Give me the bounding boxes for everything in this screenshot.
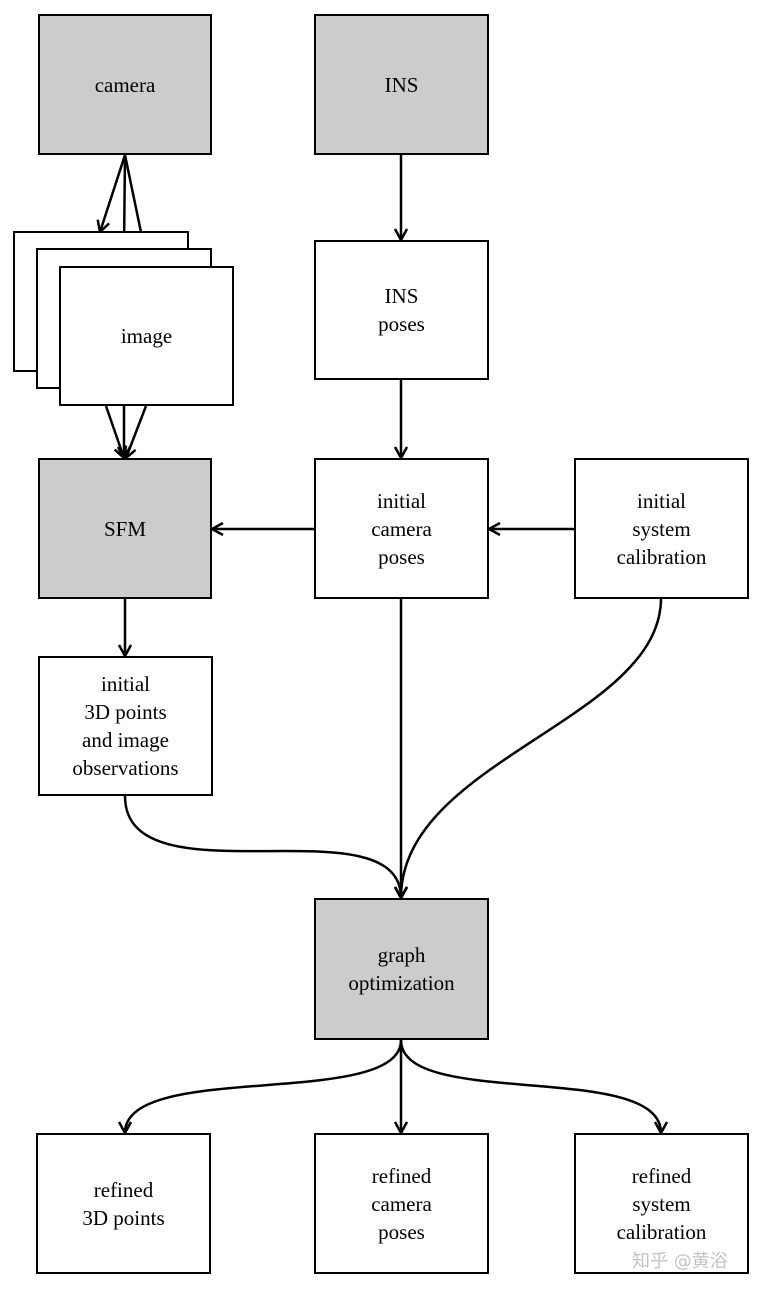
node-refined-camera-poses: refined camera poses	[314, 1133, 489, 1274]
edge-image-sfm-3	[126, 405, 148, 458]
node-refined-system-calibration-label: refined system calibration	[616, 1163, 707, 1244]
watermark: 知乎 @黄浴	[632, 1251, 728, 1272]
node-refined-system-calibration: refined system calibration	[574, 1133, 749, 1274]
node-initial-camera-poses: initial camera poses	[314, 458, 489, 599]
edge-camera-image-1	[100, 154, 127, 232]
node-ins-poses: INS poses	[314, 240, 489, 380]
node-initial-system-calibration: initial system calibration	[574, 458, 749, 599]
node-graph-optimization-label: graph optimization	[348, 943, 455, 995]
edge-graph-refined3d	[125, 1039, 403, 1133]
node-sfm-label: SFM	[103, 516, 147, 541]
node-image: image	[59, 266, 234, 406]
node-camera: camera	[38, 14, 212, 155]
node-camera-label: camera	[94, 72, 156, 97]
node-ins-label: INS	[384, 72, 419, 97]
node-refined-3d-points-label: refined 3D points	[82, 1177, 165, 1230]
node-refined-camera-poses-label: refined camera poses	[371, 1163, 432, 1244]
node-graph-optimization: graph optimization	[314, 898, 489, 1040]
edge-initcal-graph	[401, 597, 663, 898]
node-refined-3d-points: refined 3D points	[36, 1133, 211, 1274]
node-initial-3d-points-label: initial 3D points and image observations	[72, 672, 179, 780]
node-ins-poses-label: INS poses	[378, 284, 425, 336]
node-image-label: image	[120, 324, 173, 348]
node-sfm: SFM	[38, 458, 212, 599]
edge-init3d-graph	[123, 795, 401, 898]
node-initial-camera-poses-label: initial camera poses	[371, 488, 432, 569]
edge-image-sfm-1	[104, 405, 124, 458]
node-ins: INS	[314, 14, 489, 155]
edge-graph-refinedcal	[399, 1039, 661, 1133]
node-initial-3d-points: initial 3D points and image observations	[38, 656, 213, 796]
node-initial-system-calibration-label: initial system calibration	[616, 488, 707, 569]
